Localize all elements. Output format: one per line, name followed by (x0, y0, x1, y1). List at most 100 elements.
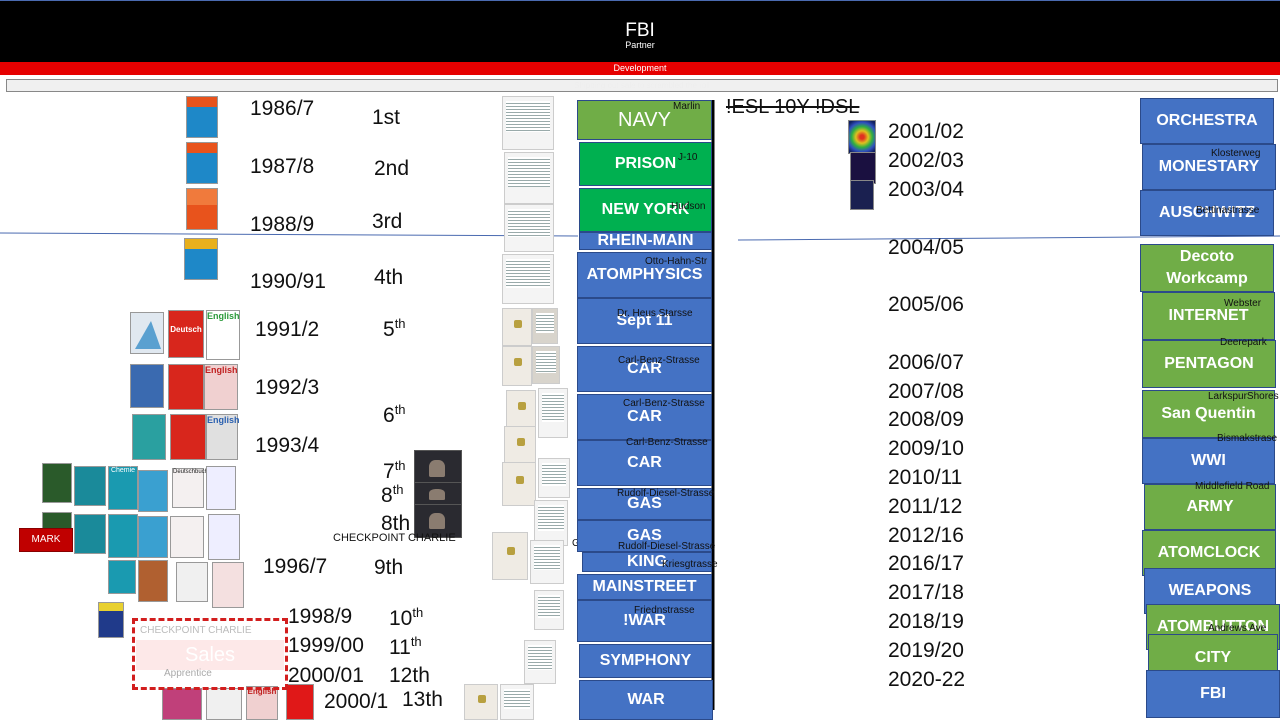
grade-11: 11th (389, 634, 422, 659)
document-6 (532, 346, 560, 384)
book-cover-1 (186, 96, 218, 138)
left-year-2: 1987/8 (250, 155, 315, 178)
book-chemie-2 (108, 514, 138, 558)
report-card-4 (502, 254, 554, 304)
right-box-san-quentin: San Quentin (1142, 390, 1275, 438)
right-year-17: 2020-22 (888, 668, 966, 691)
document-9 (534, 500, 568, 546)
book-physik-2 (138, 516, 168, 558)
right-year-16: 2019/20 (888, 639, 964, 662)
left-year-4: 1990/91 (250, 270, 326, 293)
certificate-2 (502, 346, 532, 386)
left-year-5: 1991/2 (255, 318, 320, 341)
street-marlin: Marlin (673, 101, 701, 112)
grade-10: 10th (389, 605, 424, 630)
cd-cover-3 (850, 180, 874, 210)
book-deutsch-2 (168, 364, 204, 410)
book-english-7: English (246, 686, 278, 720)
book-math-7 (132, 414, 166, 460)
right-box-auschwitz: AUSCHWITZ (1140, 190, 1274, 236)
street-rudolf-diesel-1: Rudolf-Diesel-Strasse (617, 488, 715, 499)
book-english-6 (212, 562, 244, 608)
street-andrews-ave: Andrews Ave (1208, 623, 1267, 634)
street-kriesgtrasse: Kriesgtrasse (662, 559, 718, 570)
g-label: G (572, 538, 580, 549)
document-8 (538, 458, 570, 498)
left-year-8: 1996/7 (263, 555, 328, 578)
right-year-3: 2003/04 (888, 178, 964, 201)
document-5 (532, 308, 558, 344)
header-bar (0, 0, 1280, 62)
cd-cover-1 (848, 120, 876, 154)
grade-7: 7th (383, 458, 406, 483)
certificate-3 (506, 390, 536, 428)
book-english-4 (206, 466, 236, 510)
book-dictionary (98, 602, 124, 638)
street-rudolf-diesel-2: Rudolf-Diesel-Strasse (618, 541, 716, 552)
book-english-5 (208, 514, 240, 560)
report-card-1 (502, 96, 554, 150)
street-middlefield-road: Middlefield Road (1195, 481, 1270, 492)
grade-4: 4th (374, 266, 404, 289)
right-year-10: 2010/11 (888, 466, 963, 489)
certificate-4 (504, 426, 536, 464)
street-hudson: Hudson (671, 201, 706, 212)
book-math-9 (176, 562, 208, 602)
grade-13: 13th (402, 688, 443, 711)
right-year-2: 2002/03 (888, 149, 964, 172)
center-box-gas-2: GAS (577, 520, 712, 552)
book-chemie-1: Chemie (108, 466, 138, 510)
street-bismakstrase: Bismakstrase (1217, 433, 1278, 444)
center-box-new-york: NEW YORK (579, 188, 712, 232)
street-carl-benz-2: Carl-Benz-Strasse (623, 398, 705, 409)
page-subtitle: Partner (625, 40, 655, 50)
street-friednstrasse: Friednstrasse (634, 605, 695, 616)
book-deutschbuch-1: Deutschbuch (172, 468, 208, 508)
left-year-10: 1999/00 (288, 634, 364, 657)
grade-8b: 8th (381, 512, 411, 535)
right-year-13: 2016/17 (888, 552, 964, 575)
book-chemie-3 (108, 560, 136, 594)
grade-9: 9th (374, 556, 404, 579)
right-year-15: 2018/19 (888, 610, 964, 633)
left-year-6: 1992/3 (255, 376, 320, 399)
book-cover-3 (186, 188, 218, 230)
book-deutsch-3 (170, 414, 206, 460)
center-box-car-1: CAR (577, 346, 712, 392)
book-pythagoras (130, 312, 164, 354)
grade-3: 3rd (372, 210, 403, 233)
document-10 (530, 540, 564, 584)
book-deutschbuch-2 (170, 516, 204, 558)
right-box-fbi: FBI (1146, 670, 1280, 718)
photo-3 (414, 504, 462, 538)
right-year-11: 2011/12 (888, 495, 963, 518)
right-box-decoto-workcamp: Decoto Workcamp (1140, 244, 1274, 292)
right-box-pentagon: PENTAGON (1142, 340, 1276, 388)
right-year-6: 2006/07 (888, 351, 964, 374)
center-box-atomphysics: ATOMPHYSICS (577, 252, 712, 298)
book-deutschbuch-3 (206, 688, 242, 720)
street-webster: Webster (1224, 298, 1262, 309)
book-cover-4 (184, 238, 218, 280)
book-english-1: English (206, 310, 240, 360)
document-7 (538, 388, 568, 438)
right-year-8: 2008/09 (888, 408, 964, 431)
grade-12: 12th (389, 664, 430, 687)
right-box-wwi: WWI (1142, 438, 1275, 484)
book-english-3: English (206, 414, 240, 460)
right-year-7: 2007/08 (888, 380, 964, 403)
certificate-1 (502, 308, 532, 346)
photo-1 (414, 450, 462, 486)
left-year-7: 1993/4 (255, 434, 320, 457)
right-box-monestary: MONESTARY (1142, 144, 1276, 190)
sales-label: Sales (136, 640, 284, 670)
center-box-no-war: !WAR (577, 600, 712, 642)
book-terra-1 (74, 466, 106, 506)
left-year-1: 1986/7 (250, 97, 315, 120)
left-year-11: 2000/01 (288, 664, 364, 687)
right-year-14: 2017/18 (888, 581, 964, 604)
book-cover-2 (186, 142, 218, 184)
checkpoint-charlie-label: CHECKPOINT CHARLIE (333, 532, 456, 544)
street-otto-hahn: Otto-Hahn-Str (645, 256, 708, 267)
